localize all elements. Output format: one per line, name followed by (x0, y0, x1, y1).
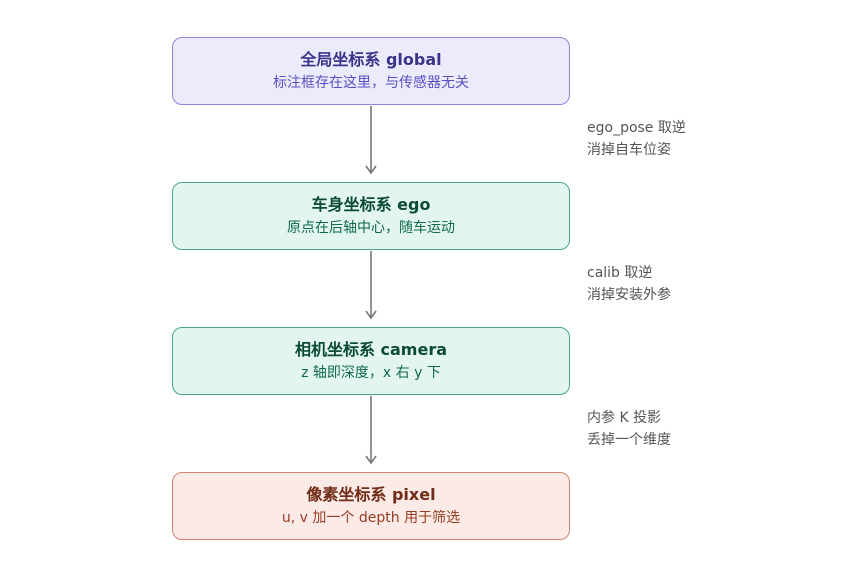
transition-note-line1: 内参 K 投影 (587, 410, 662, 426)
transition-note-line2: 丢掉一个维度 (587, 432, 671, 448)
arrow-head-camera-to-pixel (365, 455, 377, 465)
transition-note-camera-to-pixel: 内参 K 投影 丢掉一个维度 (587, 407, 671, 451)
transition-note-line2: 消掉自车位姿 (587, 142, 671, 158)
global-frame-subtitle: 标注框存在这里，与传感器无关 (273, 75, 469, 91)
global-frame-box: 全局坐标系 global 标注框存在这里，与传感器无关 (172, 37, 570, 105)
pixel-frame-box: 像素坐标系 pixel u, v 加一个 depth 用于筛选 (172, 472, 570, 540)
transition-note-ego-to-camera: calib 取逆 消掉安装外参 (587, 262, 671, 306)
pixel-frame-subtitle: u, v 加一个 depth 用于筛选 (281, 510, 461, 526)
pixel-frame-title: 像素坐标系 pixel (306, 485, 436, 504)
transition-note-global-to-ego: ego_pose 取逆 消掉自车位姿 (587, 117, 686, 161)
global-frame-title: 全局坐标系 global (300, 50, 442, 69)
transition-note-line2: 消掉安装外参 (587, 287, 671, 303)
camera-frame-box: 相机坐标系 camera z 轴即深度，x 右 y 下 (172, 327, 570, 395)
ego-frame-box: 车身坐标系 ego 原点在后轴中心，随车运动 (172, 182, 570, 250)
transition-note-line1: calib 取逆 (587, 265, 653, 281)
camera-frame-subtitle: z 轴即深度，x 右 y 下 (301, 365, 441, 381)
transition-note-line1: ego_pose 取逆 (587, 120, 686, 136)
arrow-head-global-to-ego (365, 165, 377, 175)
ego-frame-title: 车身坐标系 ego (311, 195, 431, 214)
arrow-head-ego-to-camera (365, 310, 377, 320)
ego-frame-subtitle: 原点在后轴中心，随车运动 (287, 220, 455, 236)
camera-frame-title: 相机坐标系 camera (294, 340, 448, 359)
